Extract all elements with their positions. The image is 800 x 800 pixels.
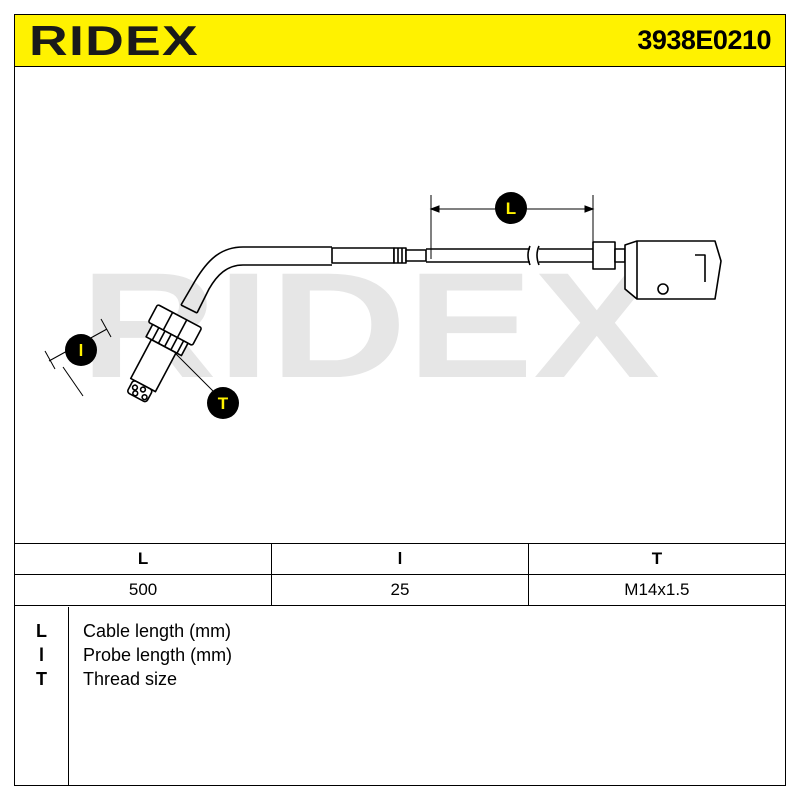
- legend-description: Thread size: [83, 669, 178, 689]
- legend-key: L: [36, 621, 47, 641]
- callout-l-cable-label: L: [506, 199, 516, 218]
- svg-text:RIDEX: RIDEX: [29, 22, 199, 60]
- legend-key-column: L l T: [15, 607, 69, 785]
- sensor-drawing: RIDEX: [44, 192, 722, 419]
- callout-l-cable: [495, 192, 527, 224]
- spec-value-thread-size: M14x1.5: [527, 574, 785, 606]
- callout-l-probe: [65, 334, 97, 366]
- legend-description: Cable length (mm): [83, 621, 232, 641]
- spec-header-probe-length: l: [271, 543, 529, 575]
- callout-t-thread-label: T: [218, 394, 229, 413]
- spec-value-probe-length: 25: [271, 574, 529, 606]
- spec-table-header-row: L l T: [15, 543, 785, 575]
- callout-t-thread: [207, 387, 239, 419]
- part-number: 3938E0210: [637, 25, 771, 55]
- spec-header-cable-length: L: [15, 543, 272, 575]
- spec-table-value-row: 500 25 M14x1.5: [15, 574, 785, 606]
- spec-header-thread-size: T: [527, 543, 785, 575]
- callout-l-probe-label: l: [79, 341, 84, 360]
- header-bar: RIDEX 3938E0210: [15, 15, 785, 67]
- spec-value-cable-length: 500: [15, 574, 272, 606]
- spec-table: L l T 500 25 M14x1.5: [15, 543, 785, 606]
- legend-description: Probe length (mm): [83, 645, 233, 665]
- thread-leader-line: [174, 352, 216, 394]
- product-sheet: RIDEX 3938E0210 RIDEX: [14, 14, 786, 786]
- ridex-logo: RIDEX: [29, 22, 199, 60]
- sensor-outline: [127, 240, 722, 403]
- legend: L l T Cable length (mm) Probe length (mm…: [15, 607, 785, 785]
- legend-key: l: [38, 645, 44, 665]
- legend-key: T: [36, 669, 47, 689]
